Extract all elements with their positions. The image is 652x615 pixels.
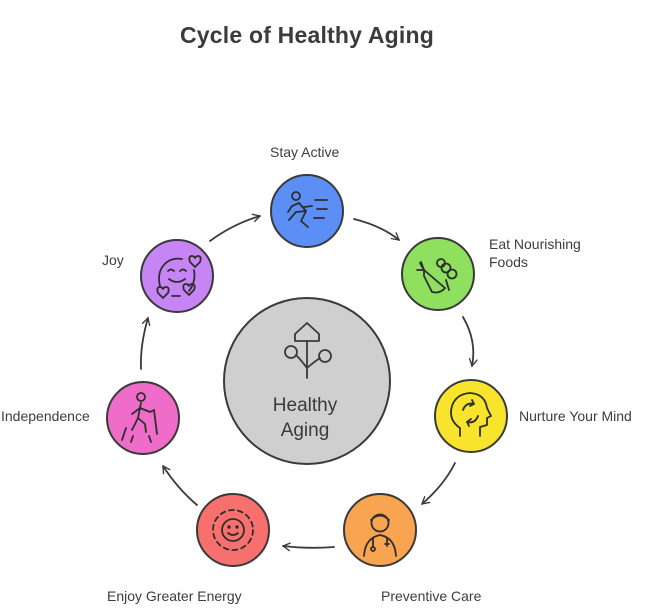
center-node: Healthy Aging bbox=[223, 297, 391, 465]
node-enjoy-greater-energy bbox=[196, 493, 270, 567]
center-label-line1: Healthy bbox=[273, 395, 338, 416]
arrow-energy-to-independence bbox=[162, 465, 198, 506]
happy-hearts-icon bbox=[156, 255, 202, 299]
label-nurture-your-mind: Nurture Your Mind bbox=[519, 408, 632, 424]
node-stay-active bbox=[270, 174, 344, 248]
label-preventive-care: Preventive Care bbox=[381, 588, 482, 604]
arrow-independence-to-joy bbox=[139, 317, 151, 370]
vegetables-icon bbox=[416, 258, 458, 294]
running-person-icon bbox=[287, 191, 328, 228]
node-independence bbox=[106, 381, 180, 455]
label-enjoy-greater-energy: Enjoy Greater Energy bbox=[107, 588, 242, 604]
smiling-energy-icon bbox=[212, 509, 254, 551]
label-joy: Joy bbox=[102, 252, 124, 268]
arrow-joy-to-stay-active bbox=[209, 213, 261, 242]
head-mind-icon bbox=[450, 392, 492, 437]
diagram-title: Cycle of Healthy Aging bbox=[179, 22, 435, 48]
center-label-line2: Aging bbox=[281, 420, 330, 441]
arrow-stay-active-to-eat bbox=[353, 218, 400, 241]
doctor-icon bbox=[363, 513, 397, 557]
arrow-mind-to-care bbox=[421, 462, 456, 505]
node-joy bbox=[140, 239, 214, 313]
node-eat-nourishing-foods bbox=[401, 237, 475, 311]
growth-plant-icon bbox=[284, 322, 332, 379]
label-independence: Independence bbox=[1, 408, 90, 424]
node-preventive-care bbox=[343, 493, 417, 567]
walking-cane-icon bbox=[121, 392, 158, 443]
node-nurture-your-mind bbox=[434, 379, 508, 453]
cycle-arrows bbox=[139, 213, 478, 552]
label-stay-active: Stay Active bbox=[270, 144, 340, 160]
arrow-eat-to-mind bbox=[462, 316, 478, 367]
arrow-care-to-energy bbox=[282, 542, 335, 552]
label-eat-nourishing-foods: Eat Nourishing Foods bbox=[489, 236, 581, 270]
